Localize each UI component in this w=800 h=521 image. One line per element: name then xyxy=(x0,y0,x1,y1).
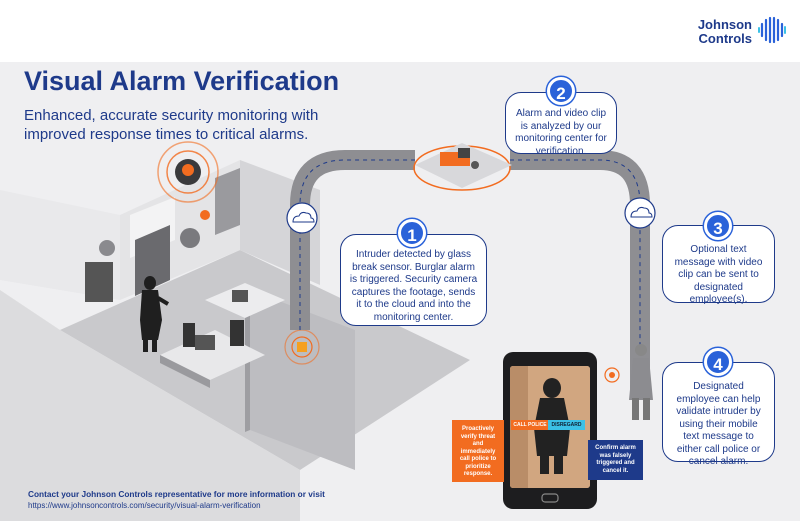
brand-mark-icon xyxy=(758,16,786,44)
step-2-badge: 2 xyxy=(547,77,575,105)
top-bar: Johnson Controls xyxy=(0,0,800,62)
footer-url-link[interactable]: https://www.johnsoncontrols.com/security… xyxy=(28,501,261,510)
step-4-callout: Designated employee can help validate in… xyxy=(662,362,775,467)
page-subtitle: Enhanced, accurate security monitoring w… xyxy=(24,107,319,143)
step-3-badge: 3 xyxy=(704,212,732,240)
cloud-icon xyxy=(286,202,318,234)
monitoring-center-icon xyxy=(413,143,512,191)
step-4-text: Designated employee can help validate in… xyxy=(676,381,761,467)
step-3-text: Optional text message with video clip ca… xyxy=(674,244,763,305)
call-police-button[interactable]: CALL POLICE xyxy=(511,420,549,430)
call-police-note: Proactively verify threat and immediatel… xyxy=(452,420,504,482)
step-3-callout: Optional text message with video clip ca… xyxy=(662,225,775,305)
glass-break-sensor-icon xyxy=(157,141,219,203)
sensor-badge-icon xyxy=(200,210,210,220)
brand-line2: Controls xyxy=(698,31,752,46)
step-2-text: Alarm and video clip is analyzed by our … xyxy=(515,108,607,157)
intruder-figure xyxy=(140,276,170,352)
mobile-phone xyxy=(503,352,597,509)
home-button-icon xyxy=(541,493,559,503)
disregard-note: Confirm alarm was falsely triggered and … xyxy=(588,440,643,480)
step-1-badge: 1 xyxy=(398,219,426,247)
page-title: Visual Alarm Verification xyxy=(24,66,340,96)
brand-line1: Johnson xyxy=(697,17,752,32)
disregard-button[interactable]: DISREGARD xyxy=(548,420,585,430)
cloud-icon xyxy=(624,197,656,229)
step-4-badge: 4 xyxy=(704,348,732,376)
brand-logo: Johnson Controls xyxy=(688,14,793,54)
step-1-text: Intruder detected by glass break sensor.… xyxy=(349,249,478,323)
office-illustration xyxy=(0,141,656,521)
step-2-callout: Alarm and video clip is analyzed by our … xyxy=(505,92,617,157)
step-1-callout: Intruder detected by glass break sensor.… xyxy=(340,234,487,326)
employee-figure xyxy=(604,344,653,420)
footer-contact: Contact your Johnson Controls representa… xyxy=(28,489,325,499)
